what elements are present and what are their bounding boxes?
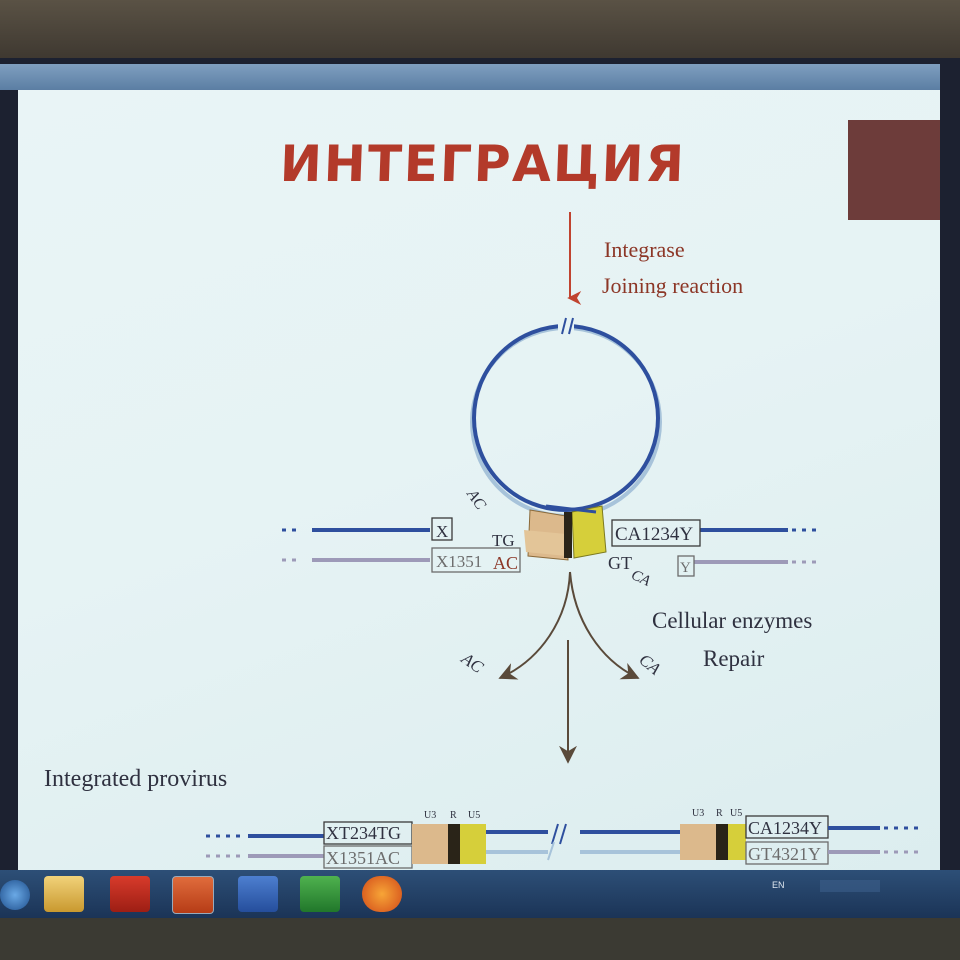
seq-host-bottom-right: Y: [680, 560, 691, 576]
seq-ltr-right-top: CA1234Y: [615, 524, 693, 545]
ltr-left: [412, 824, 486, 864]
ltr-left-u3: U3: [424, 810, 436, 821]
file-explorer-icon[interactable]: [44, 876, 84, 912]
seq-ltr-left-top: TG: [492, 531, 515, 550]
tray-icons[interactable]: [820, 880, 880, 892]
seq-overhang-right: CA: [629, 567, 654, 590]
ltr-right-u3: U3: [692, 808, 704, 819]
box-y: [677, 555, 695, 577]
seq-host-bottom-left: X1351: [436, 552, 482, 571]
word-icon[interactable]: [238, 876, 278, 912]
window-titlebar[interactable]: [0, 64, 940, 90]
seq-ltr-left-bottom: AC: [493, 553, 518, 573]
release-arrow-left: [498, 571, 571, 680]
wall-background: [0, 0, 960, 60]
seq-prov-right-top: CA1234Y: [748, 818, 822, 838]
ltr-right-u5: U5: [730, 808, 742, 819]
ltr-left-u5: U5: [468, 810, 480, 821]
seq-host-top-left: X: [436, 522, 448, 541]
presentation-slide: [18, 90, 940, 872]
integrase-complex: [524, 504, 607, 561]
step1-label-line2: Joining reaction: [602, 273, 744, 298]
excel-icon[interactable]: [300, 876, 340, 912]
acrobat-icon[interactable]: [110, 876, 150, 912]
box-ca1234y: [611, 519, 701, 547]
box-x1351: [431, 547, 521, 573]
windows-taskbar: [0, 870, 960, 918]
ltr-left-r: R: [450, 810, 457, 821]
seq-prov-right-bottom: GT4321Y: [748, 844, 821, 864]
windows-start-icon[interactable]: [0, 880, 30, 910]
integrated-provirus-label: Integrated provirus: [44, 766, 228, 792]
language-indicator[interactable]: EN: [772, 880, 785, 890]
room-floor: [0, 918, 960, 960]
seq-prov-left-top: XT234TG: [326, 823, 401, 843]
viral-dna-circle-outer: [472, 324, 660, 512]
step2-label-line1: Cellular enzymes: [652, 608, 813, 633]
ltr-right: [680, 824, 746, 860]
box-x: [431, 517, 453, 541]
release-arrow-right: [569, 571, 640, 680]
seq-prov-left-bottom: X1351AC: [326, 848, 400, 868]
seq-ltr-right-bottom: GT: [608, 553, 632, 573]
seq-overhang-left: AC: [463, 486, 489, 514]
seq-released-right: CA: [635, 650, 664, 679]
powerpoint-icon[interactable]: [172, 876, 214, 914]
ltr-right-r: R: [716, 808, 723, 819]
step1-label-line1: Integrase: [604, 237, 685, 262]
seq-released-left: AC: [457, 648, 487, 677]
slide-corner-decoration: [848, 120, 940, 220]
firefox-icon[interactable]: [362, 876, 402, 912]
step2-label-line2: Repair: [703, 646, 765, 671]
